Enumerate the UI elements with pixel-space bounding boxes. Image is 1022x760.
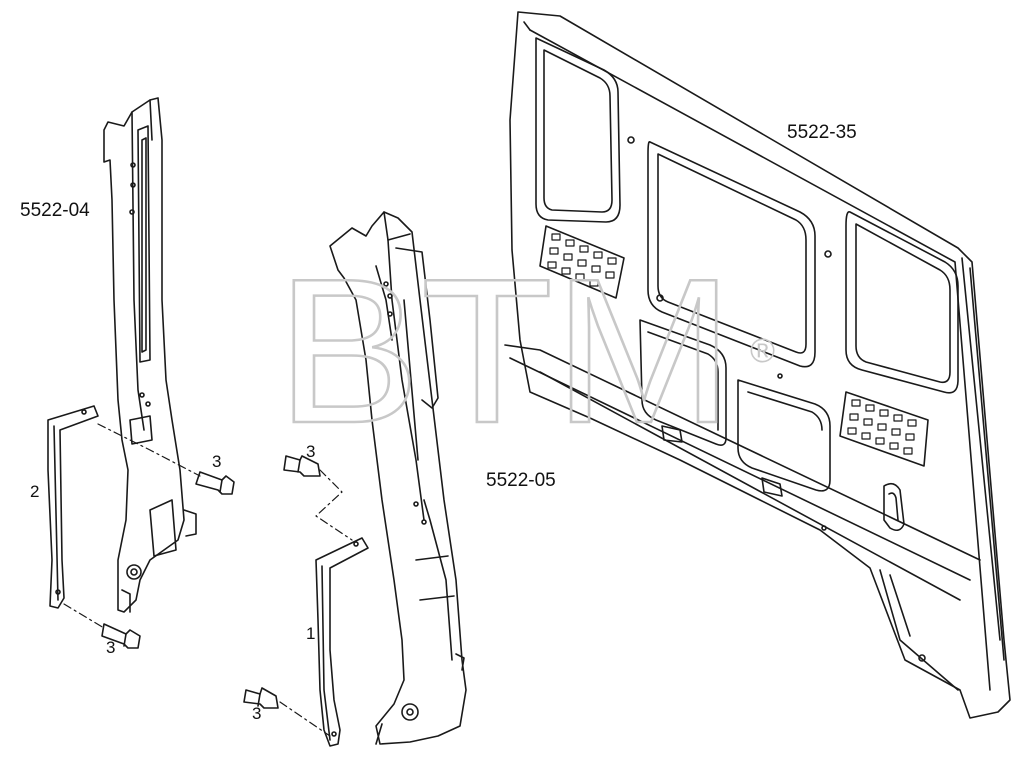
btm-watermark: BTM ® (276, 262, 775, 432)
back-panel-part (504, 11, 1011, 719)
watermark-text: BTM (276, 262, 734, 432)
part-label-pillar-left: 5522-04 (20, 200, 90, 221)
speaker-grille-right (839, 391, 929, 467)
middle-leader-lines (279, 469, 353, 737)
left-leader-lines (63, 423, 201, 629)
watermark-registered-mark: ® (750, 332, 775, 370)
speaker-grille-left (539, 225, 625, 299)
part-label-back-panel: 5522-35 (787, 122, 857, 143)
middle-pillar-part (329, 211, 467, 745)
left-pillar-part (103, 97, 197, 613)
left-bracket-part (47, 405, 99, 609)
callout-bolt-middle-lower: 3 (252, 704, 262, 723)
callout-bracket-middle: 1 (306, 624, 316, 643)
left-bolts (101, 471, 235, 649)
callout-bolt-left-lower: 3 (106, 638, 116, 657)
callout-bolt-middle-upper: 3 (306, 442, 316, 461)
callout-bracket-left: 2 (30, 482, 40, 501)
part-label-pillar-middle: 5522-05 (486, 470, 556, 491)
middle-bolts (243, 455, 321, 709)
middle-bracket-part (315, 537, 369, 747)
callout-bolt-left-upper: 3 (212, 452, 222, 471)
